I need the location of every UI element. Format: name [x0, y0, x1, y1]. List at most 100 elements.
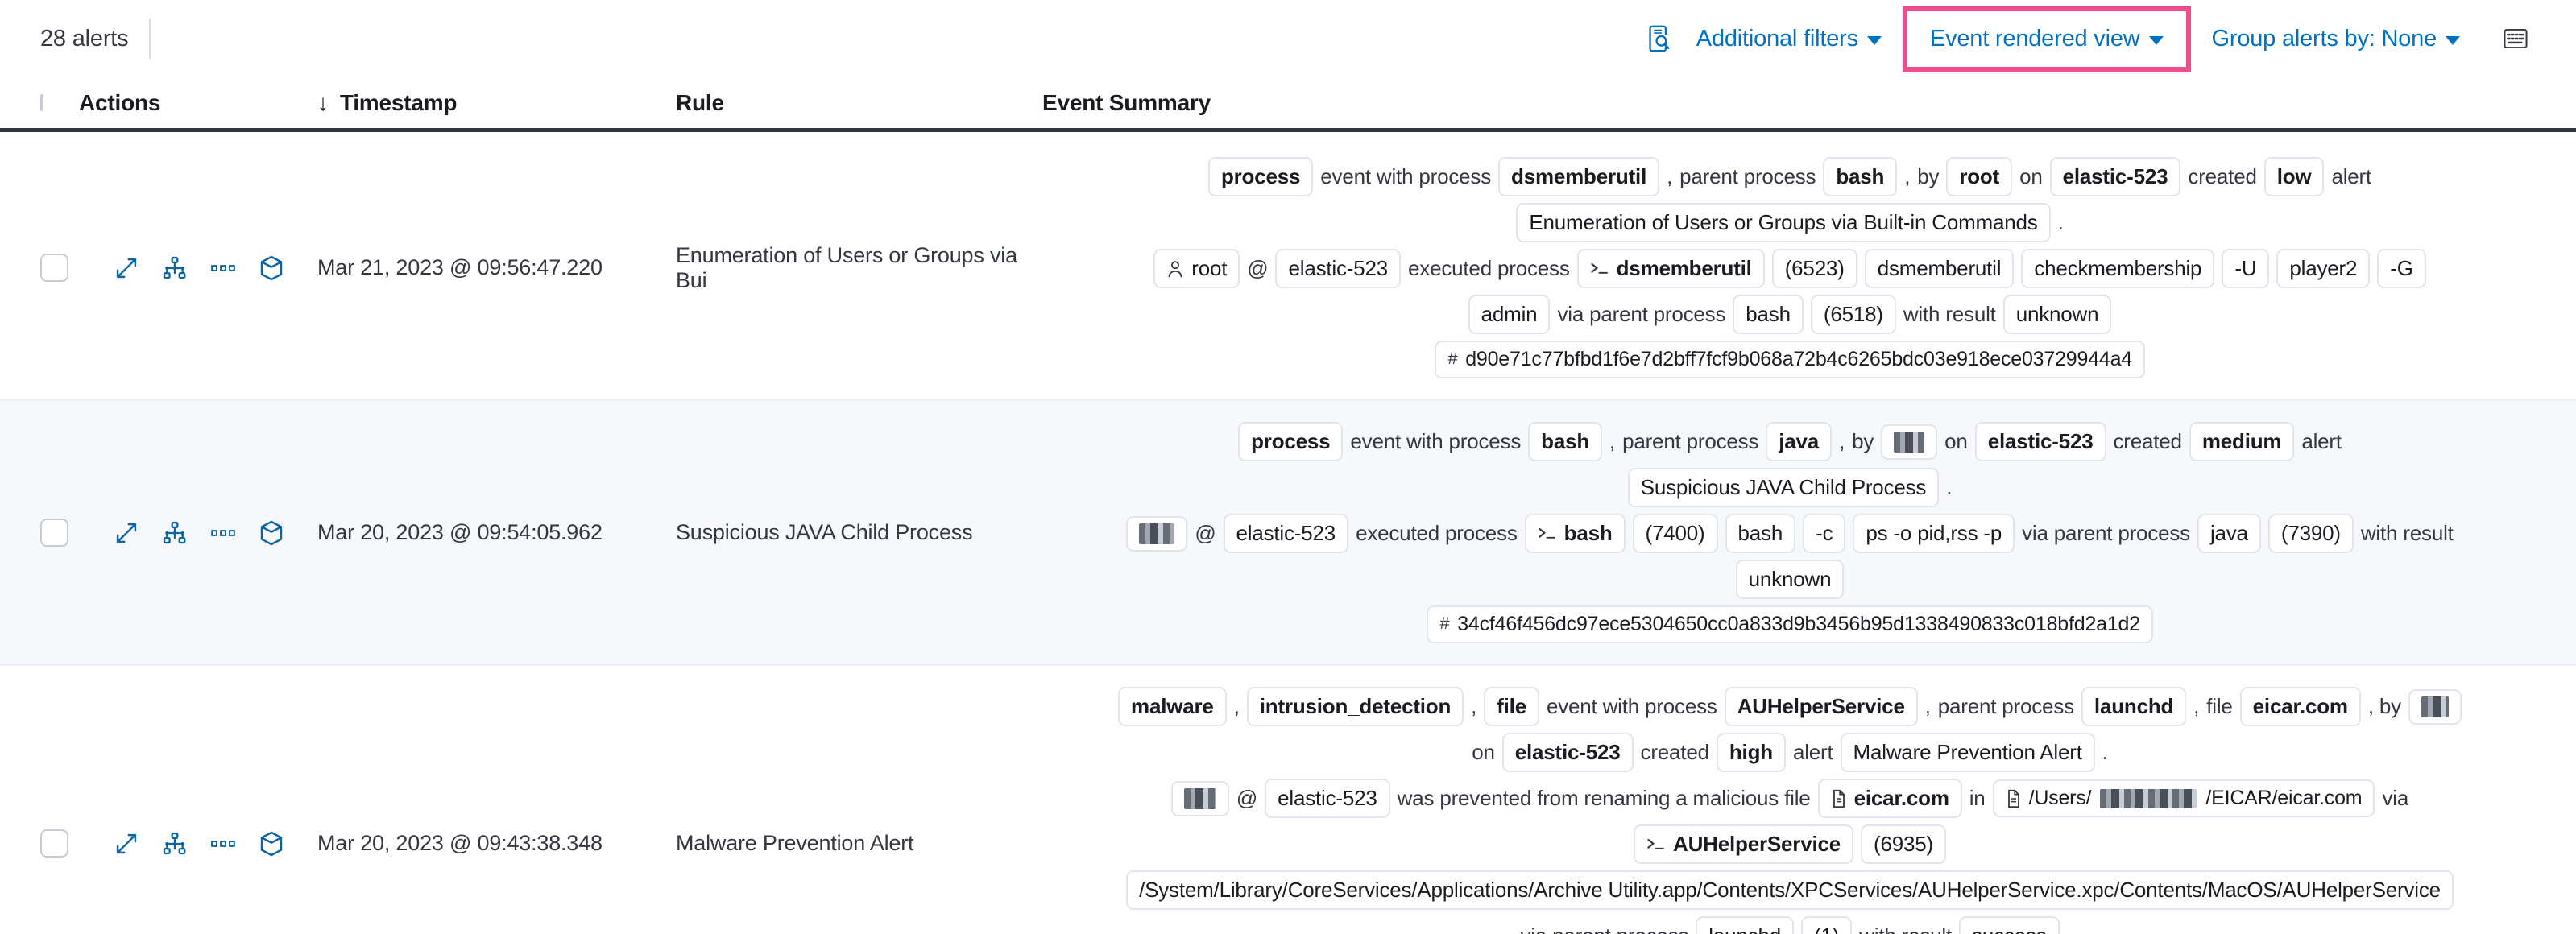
summary-chip[interactable]: admin	[1468, 295, 1551, 334]
summary-chip[interactable]: process	[1207, 157, 1314, 196]
summary-chip[interactable]: (6518)	[1810, 295, 1896, 334]
summary-text: alert	[2301, 429, 2342, 453]
row-select-checkbox[interactable]	[40, 254, 68, 282]
summary-chip[interactable]: unknown	[2002, 295, 2112, 334]
summary-chip[interactable]: bash	[1528, 422, 1603, 461]
summary-chip[interactable]: elastic-523	[1223, 514, 1349, 553]
summary-chip[interactable]	[1881, 424, 1938, 460]
summary-chip[interactable]	[1126, 515, 1188, 552]
summary-chip[interactable]: unknown	[1735, 560, 1845, 599]
chip-label: eicar.com	[2252, 694, 2348, 718]
expand-alert-details-icon[interactable]	[114, 256, 139, 280]
group-alerts-by-button[interactable]: Group alerts by: None	[2197, 26, 2475, 52]
summary-chip[interactable]	[1170, 780, 1229, 816]
session-view-icon[interactable]	[259, 831, 284, 857]
more-actions-icon[interactable]	[211, 838, 235, 849]
summary-text: event with process	[1320, 164, 1492, 188]
event-rendered-view-highlight: Event rendered view	[1902, 6, 2191, 72]
summary-chip[interactable]: dsmemberutil	[1498, 157, 1660, 196]
column-header-timestamp[interactable]: ↓Timestamp	[317, 90, 676, 116]
summary-chip[interactable]: intrusion_detection	[1246, 687, 1464, 726]
summary-chip[interactable]: (6935)	[1861, 824, 1946, 864]
analyze-event-icon[interactable]	[163, 521, 187, 545]
summary-chip[interactable]: -G	[2377, 249, 2426, 288]
session-view-icon[interactable]	[259, 520, 284, 546]
summary-chip[interactable]: -c	[1803, 514, 1846, 553]
expand-alert-details-icon[interactable]	[114, 832, 139, 856]
summary-chip[interactable]: java	[2197, 514, 2261, 553]
analyze-event-icon[interactable]	[163, 832, 187, 856]
summary-chip[interactable]: elastic-523	[2049, 157, 2181, 196]
summary-chip[interactable]: elastic-523	[1265, 779, 1390, 818]
analyze-event-icon[interactable]	[163, 256, 187, 280]
column-header-actions[interactable]: Actions	[79, 89, 161, 115]
summary-chip[interactable]: /Users//EICAR/eicar.com	[1992, 779, 2375, 817]
more-actions-icon[interactable]	[211, 527, 235, 539]
summary-chip[interactable]	[2408, 688, 2462, 725]
summary-chip[interactable]: /System/Library/CoreServices/Application…	[1126, 870, 2454, 910]
console-icon	[1590, 261, 1609, 277]
chip-label: eicar.com	[1853, 786, 1949, 810]
summary-chip[interactable]: #34cf46f456dc97ece5304650cc0a833d9b3456b…	[1427, 605, 2153, 643]
summary-chip[interactable]: ps -o pid,rss -p	[1853, 514, 2015, 553]
summary-chip[interactable]: (6523)	[1771, 249, 1857, 288]
summary-chip[interactable]: malware	[1118, 687, 1227, 726]
summary-chip[interactable]: elastic-523	[1275, 249, 1402, 288]
summary-chip[interactable]: file	[1484, 687, 1539, 726]
summary-chip[interactable]: checkmembership	[2021, 249, 2215, 288]
summary-text: created	[1640, 740, 1710, 764]
summary-chip[interactable]: java	[1766, 422, 1833, 461]
summary-chip[interactable]: high	[1716, 733, 1786, 772]
summary-chip[interactable]: #d90e71c77bfbd1f6e7d2bff7fcf9b068a72b4c6…	[1434, 341, 2146, 378]
summary-chip[interactable]: elastic-523	[1974, 422, 2106, 461]
column-header-rule[interactable]: Rule	[676, 89, 724, 115]
summary-chip[interactable]: AUHelperService	[1634, 824, 1854, 864]
summary-chip[interactable]: Malware Prevention Alert	[1840, 733, 2095, 772]
row-select-checkbox[interactable]	[40, 829, 68, 858]
event-rendered-view-button[interactable]: Event rendered view	[1915, 26, 2178, 52]
summary-chip[interactable]: dsmemberutil	[1864, 249, 2015, 288]
summary-chip[interactable]: -U	[2222, 249, 2270, 288]
summary-chip[interactable]: bash	[1725, 514, 1796, 553]
summary-chip[interactable]: eicar.com	[1817, 779, 1962, 818]
row-select-cell	[40, 136, 79, 399]
summary-text: via parent process	[1520, 924, 1688, 934]
summary-chip[interactable]: (7390)	[2267, 514, 2354, 553]
summary-chip[interactable]: eicar.com	[2239, 687, 2361, 726]
summary-chip[interactable]: bash	[1733, 295, 1804, 334]
summary-chip[interactable]: medium	[2189, 422, 2295, 461]
summary-chip[interactable]: Enumeration of Users or Groups via Built…	[1516, 203, 2051, 242]
summary-chip[interactable]: launchd	[2081, 687, 2187, 726]
column-header-event-summary[interactable]: Event Summary	[1042, 89, 1211, 115]
summary-chip[interactable]: player2	[2276, 249, 2371, 288]
additional-filters-button[interactable]: Additional filters	[1682, 26, 1896, 52]
more-actions-icon[interactable]	[211, 262, 235, 274]
keyboard-shortcuts-icon[interactable]	[2494, 17, 2537, 60]
summary-chip[interactable]: (1)	[1800, 916, 1853, 934]
summary-chip[interactable]: root	[1153, 249, 1240, 288]
summary-chip[interactable]: bash	[1823, 157, 1898, 196]
session-view-icon[interactable]	[259, 255, 284, 281]
summary-text: ,	[1924, 694, 1931, 718]
summary-chip[interactable]: dsmemberutil	[1576, 249, 1765, 288]
summary-chip[interactable]: (7400)	[1632, 514, 1718, 553]
row-select-checkbox[interactable]	[40, 519, 68, 547]
summary-chip[interactable]: Suspicious JAVA Child Process	[1627, 468, 1940, 507]
inspect-search-icon[interactable]	[1638, 17, 1682, 60]
expand-alert-details-icon[interactable]	[114, 521, 139, 545]
summary-chip[interactable]: success	[1959, 916, 2060, 934]
redacted-value	[1139, 523, 1175, 544]
chip-label: AUHelperService	[1737, 694, 1905, 718]
summary-chip[interactable]: root	[1946, 157, 2013, 196]
summary-chip[interactable]: bash	[1524, 514, 1626, 553]
chip-label: malware	[1131, 694, 1214, 718]
summary-chip[interactable]: AUHelperService	[1724, 687, 1918, 726]
summary-chip[interactable]: process	[1238, 422, 1344, 461]
summary-chip[interactable]: launchd	[1696, 916, 1794, 934]
summary-chip[interactable]: low	[2263, 157, 2325, 196]
summary-chip[interactable]: elastic-523	[1501, 733, 1634, 772]
select-all-checkbox[interactable]	[40, 93, 43, 111]
